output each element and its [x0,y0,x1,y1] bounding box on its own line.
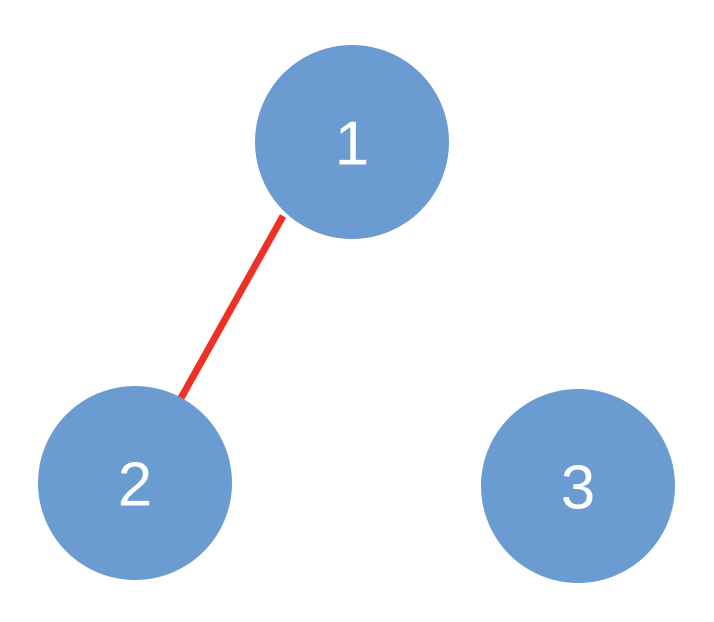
graph-edge[interactable] [177,214,287,400]
graph-node-circle[interactable] [38,386,232,580]
graph-node-circle[interactable] [255,45,449,239]
nodes-layer: 12 3 [38,45,675,583]
graph-node-circle[interactable] [481,389,675,583]
graph-node[interactable]: 2 [38,386,232,580]
graph-node[interactable]: 1 [255,45,449,239]
edges-layer [177,214,287,400]
graph-node[interactable]: 3 [481,389,675,583]
